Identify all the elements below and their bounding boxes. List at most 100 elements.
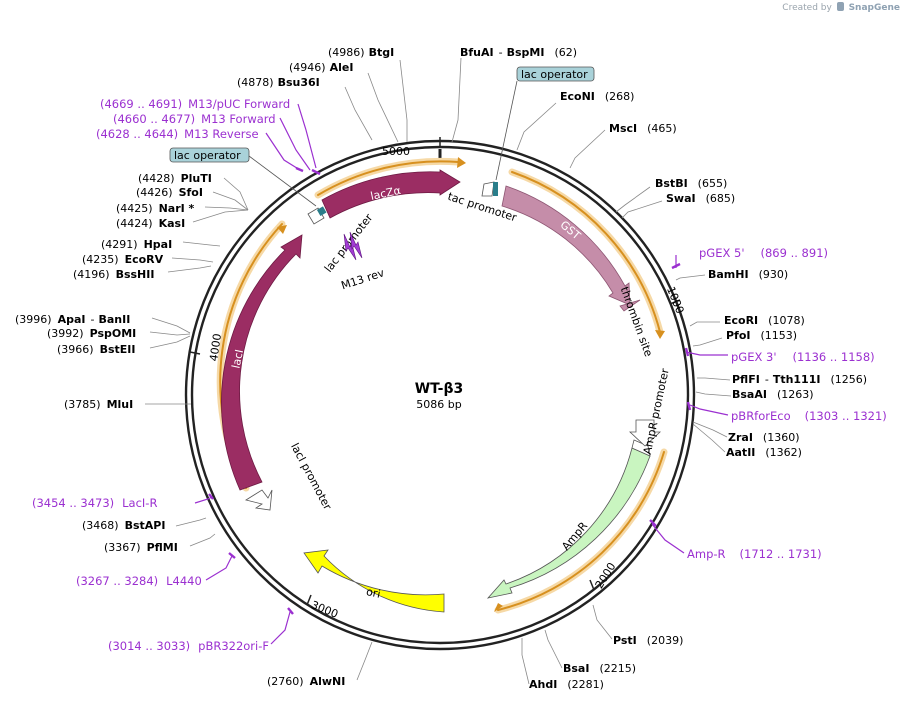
lacza-label: lacZα xyxy=(369,184,402,203)
svg-text:(4196)BssHII: (4196) BssHII xyxy=(73,268,154,281)
enzyme-bsshii-position: (4196) xyxy=(73,268,110,281)
tick-5000: 5000 xyxy=(382,145,410,158)
enzyme-zrai-name[interactable]: ZraI xyxy=(728,431,753,444)
svg-text:(3996)ApaI-BanII: (3996)ApaI-BanII xyxy=(15,313,130,326)
laci-promoter-label: lacI promoter xyxy=(288,441,334,513)
lac-operator-left-badge xyxy=(169,147,250,163)
enzyme-swai-name[interactable]: SwaI xyxy=(666,192,696,205)
enzyme-bsshii-name[interactable]: BssHII xyxy=(116,268,155,281)
lacza-feature[interactable] xyxy=(321,169,461,219)
enzyme-bsu36i-name[interactable]: Bsu36I xyxy=(278,76,320,89)
enzyme-hpai-position: (4291) xyxy=(101,238,138,251)
enzyme-ecori-name[interactable]: EcoRI xyxy=(724,314,758,327)
primer-m13-reverse-name[interactable]: M13 Reverse xyxy=(184,127,258,141)
enzyme-bsai-position: (2215) xyxy=(599,662,636,675)
svg-text:SwaI(685): SwaI(685) xyxy=(666,192,735,205)
tac-promoter-feature[interactable] xyxy=(481,181,495,197)
ampr-promoter-feature[interactable] xyxy=(631,439,651,457)
enzyme-btgi-name[interactable]: BtgI xyxy=(369,46,395,59)
enzyme-kasi-position: (4424) xyxy=(116,217,153,230)
svg-text:PstI(2039): PstI(2039) xyxy=(613,634,683,647)
svg-text:BfuAI-BspMI(62): BfuAI-BspMI(62) xyxy=(460,46,577,59)
primer-amp-r-name[interactable]: Amp-R xyxy=(687,547,726,561)
svg-text:(4428)PluTI: (4428)PluTI xyxy=(138,172,212,185)
enzyme-bfuai-name[interactable]: BfuAI xyxy=(460,46,494,59)
primer-laci-r-name[interactable]: LacI-R xyxy=(122,496,157,510)
primer-pbrforeco-position: (1303 .. 1321) xyxy=(805,409,887,423)
primer-pgex3-name[interactable]: pGEX 3' xyxy=(731,350,777,364)
snapgene-logo-icon xyxy=(836,2,844,11)
primer-pgex3-position: (1136 .. 1158) xyxy=(793,350,875,364)
enzyme-pfoi-name[interactable]: PfoI xyxy=(726,329,751,342)
primer-pgex5-name[interactable]: pGEX 5' xyxy=(699,246,745,260)
svg-text:(3992)PspOMI: (3992)PspOMI xyxy=(47,327,136,340)
ampr-feature[interactable] xyxy=(486,447,651,599)
svg-text:pGEX 5'(869 .. 891): pGEX 5'(869 .. 891) xyxy=(699,246,828,260)
laci-promoter-arrow-icon[interactable] xyxy=(244,489,273,511)
enzyme-bsu36i-position: (4878) xyxy=(237,76,274,89)
enzyme-bspmi-name[interactable]: BspMI xyxy=(507,46,545,59)
enzyme-pflmi-name[interactable]: PflMI xyxy=(147,541,178,554)
enzyme-sfoi-name[interactable]: SfoI xyxy=(179,186,203,199)
svg-text:BsaI(2215): BsaI (2215) xyxy=(563,662,636,675)
enzyme-mlui-position: (3785) xyxy=(64,398,101,411)
enzyme-pflfi-name[interactable]: PflFI xyxy=(732,373,760,386)
enzyme-tth111i-name[interactable]: Tth111I xyxy=(773,373,821,386)
primer-pbr322ori-f-name[interactable]: pBR322ori-F xyxy=(198,639,269,653)
enzyme-bfuai-position: (62) xyxy=(554,46,577,59)
laci-feature[interactable] xyxy=(221,234,303,491)
snapgene-branding: Created by SnapGene xyxy=(782,2,900,13)
primer-pbrforeco-name[interactable]: pBRforEco xyxy=(731,409,791,423)
svg-text:(3014 .. 3033)pBR322ori-F: (3014 .. 3033)pBR322ori-F xyxy=(108,639,269,653)
enzyme-bamhi-name[interactable]: BamHI xyxy=(708,268,749,281)
enzyme-alwni-name[interactable]: AlwNI xyxy=(310,675,346,688)
enzyme-ahdi-name[interactable]: AhdI xyxy=(529,678,557,691)
enzyme-apai-name[interactable]: ApaI xyxy=(58,313,86,326)
enzyme-kasi-name[interactable]: KasI xyxy=(159,217,186,230)
enzyme-aatii-name[interactable]: AatII xyxy=(726,446,755,459)
enzyme-mlui-name[interactable]: MluI xyxy=(107,398,134,411)
enzyme-alei-name[interactable]: AleI xyxy=(330,61,354,74)
enzyme-msci-name[interactable]: MscI xyxy=(609,122,637,135)
ori-feature[interactable] xyxy=(303,549,445,613)
enzyme-ecorv-name[interactable]: EcoRV xyxy=(125,253,164,266)
enzyme-leader-lines xyxy=(145,57,732,685)
enzyme-bsteii-position: (3966) xyxy=(57,343,94,356)
enzyme-ecorv-position: (4235) xyxy=(82,253,119,266)
thrombin-site-feature[interactable] xyxy=(619,299,641,312)
enzyme-alwni-position: (2760) xyxy=(267,675,304,688)
enzyme-ahdi-position: (2281) xyxy=(567,678,604,691)
enzyme-econi-name[interactable]: EcoNI xyxy=(560,90,595,103)
enzyme-banii-name[interactable]: BanII xyxy=(98,313,130,326)
enzyme-nari-name[interactable]: NarI * xyxy=(159,202,195,215)
enzyme-bsai-name[interactable]: BsaI xyxy=(563,662,589,675)
svg-text:AatII(1362): AatII (1362) xyxy=(726,446,802,459)
enzyme-bsteii-name[interactable]: BstEII xyxy=(100,343,136,356)
enzyme-zrai-position: (1360) xyxy=(763,431,800,444)
m13-rev-feature[interactable] xyxy=(343,231,363,261)
svg-text:(4669 .. 4691)M13/pUC Forward: (4669 .. 4691) M13/pUC Forward xyxy=(100,97,290,111)
enzyme-psti-name[interactable]: PstI xyxy=(613,634,637,647)
enzyme-hpai-name[interactable]: HpaI xyxy=(144,238,173,251)
tick-1000: 1000 xyxy=(664,285,687,316)
svg-text:MscI(465): MscI(465) xyxy=(609,122,677,135)
enzyme-bsaai-name[interactable]: BsaAI xyxy=(732,388,767,401)
enzyme-pspomi-name[interactable]: PspOMI xyxy=(90,327,137,340)
gst-feature[interactable] xyxy=(501,185,631,306)
enzyme-pluti-name[interactable]: PluTI xyxy=(181,172,212,185)
primer-m13-puc-forward-position: (4669 .. 4691) xyxy=(100,97,182,111)
lac-operator-left-mark xyxy=(316,206,327,216)
plasmid-size: 5086 bp xyxy=(416,398,461,411)
primer-m13-forward-position: (4660 .. 4677) xyxy=(113,112,195,126)
enzyme-bsaai-position: (1263) xyxy=(777,388,814,401)
primer-m13-forward-name[interactable]: M13 Forward xyxy=(201,112,275,126)
enzyme-aatii-position: (1362) xyxy=(765,446,802,459)
enzyme-bstapi-name[interactable]: BstAPI xyxy=(125,519,166,532)
svg-text:(4291)HpaI: (4291) HpaI xyxy=(101,238,172,251)
enzyme-pflfi-position: (1256) xyxy=(830,373,867,386)
svg-text:pGEX 3'(1136 .. 1158): pGEX 3' (1136 .. 1158) xyxy=(731,350,875,364)
primer-l4440-name[interactable]: L4440 xyxy=(166,574,202,588)
primer-m13-puc-forward-name[interactable]: M13/pUC Forward xyxy=(188,97,290,111)
svg-text:(2760)AlwNI: (2760) AlwNI xyxy=(267,675,345,688)
enzyme-bstbi-name[interactable]: BstBI xyxy=(655,177,688,190)
